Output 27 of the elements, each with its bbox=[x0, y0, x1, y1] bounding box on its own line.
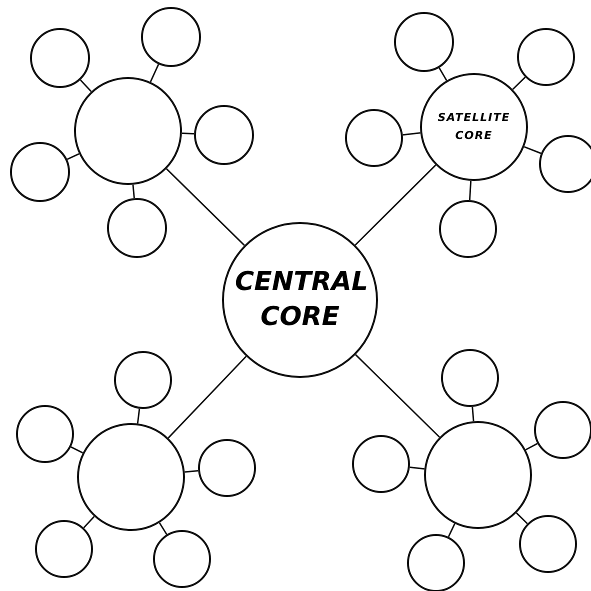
connector-line bbox=[516, 512, 528, 524]
connector-line bbox=[448, 523, 456, 538]
connector-line bbox=[472, 406, 474, 422]
connector-line bbox=[132, 184, 135, 198]
connector-line bbox=[80, 79, 92, 92]
connector-line bbox=[66, 153, 80, 160]
connector-line bbox=[182, 132, 194, 134]
satellite-core-label: SATELLITE CORE bbox=[436, 110, 512, 144]
connector-line bbox=[168, 356, 247, 438]
connector-line bbox=[166, 168, 245, 246]
connector-line bbox=[525, 442, 538, 450]
connector-line bbox=[468, 180, 472, 200]
connector-line bbox=[402, 132, 420, 136]
connector-line bbox=[158, 522, 168, 535]
connector-line bbox=[83, 516, 95, 528]
connector-line bbox=[136, 408, 140, 424]
connector-line bbox=[410, 466, 424, 470]
connector-line bbox=[524, 146, 542, 154]
outer-circle bbox=[539, 135, 591, 193]
connector-line bbox=[355, 354, 440, 438]
connector-line bbox=[512, 76, 526, 90]
connector-line bbox=[438, 67, 448, 81]
connector-line bbox=[354, 164, 436, 246]
connector-line bbox=[70, 446, 84, 454]
connector-line bbox=[150, 64, 160, 82]
central-core-label: CENTRAL CORE bbox=[235, 266, 365, 334]
connector-line bbox=[184, 470, 198, 473]
